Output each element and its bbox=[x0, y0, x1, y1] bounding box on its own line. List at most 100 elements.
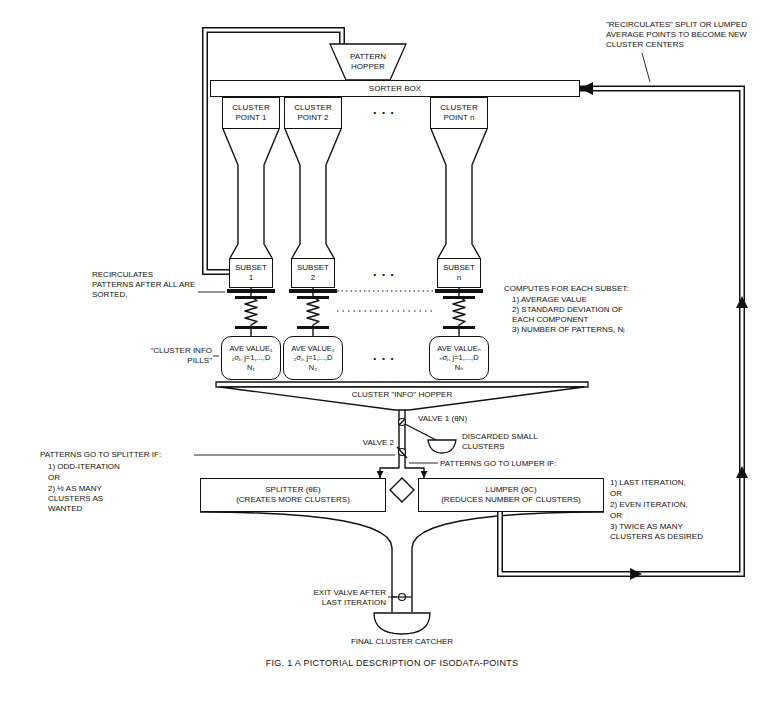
discard-branch bbox=[405, 424, 438, 441]
valve-symbol bbox=[392, 596, 412, 597]
sorter-box: SORTER BOX bbox=[210, 80, 580, 97]
spring bbox=[245, 288, 257, 336]
pattern-hopper: PATTERN HOPPER bbox=[330, 44, 406, 80]
spring bbox=[245, 288, 257, 336]
cluster-point-box: CLUSTER POINT 1 bbox=[222, 97, 280, 129]
valve-flap bbox=[397, 447, 407, 458]
callout-note: RECIRCULATES PATTERNS AFTER ALL ARE SORT… bbox=[92, 270, 196, 300]
note-item: 3) NUMBER OF PATTERNS, Nᵢ bbox=[512, 325, 632, 335]
ellipsis: ... bbox=[346, 104, 426, 116]
node-title: LUMPER (θC) bbox=[485, 485, 536, 495]
dotted-row bbox=[337, 311, 435, 312]
spring bbox=[307, 288, 319, 336]
figure-caption: FIG. 1 A PICTORIAL DESCRIPTION OF ISODAT… bbox=[0, 658, 784, 669]
valve-diamond bbox=[390, 478, 414, 502]
return-pipe bbox=[205, 30, 342, 272]
column-wall bbox=[223, 129, 279, 258]
node-title: SUBSET 2 bbox=[294, 263, 332, 283]
leader-line bbox=[409, 463, 438, 464]
node-text: N₁ bbox=[247, 363, 255, 373]
node-text: ₙσⱼ, j=1,...,D bbox=[439, 353, 478, 363]
node-title: FINAL CLUSTER CATCHER bbox=[351, 637, 453, 647]
node-title: CLUSTER "INFO" HOPPER bbox=[352, 390, 452, 400]
cluster-point-box: CLUSTER POINT 2 bbox=[284, 97, 342, 129]
column-wall bbox=[285, 129, 341, 258]
info-pill: AVE VALUE₁₁σⱼ, j=1,...,DN₁ bbox=[221, 336, 281, 380]
node-title: AVE VALUE₂ bbox=[291, 344, 334, 354]
condition-heading: PATTERNS GO TO SPLITTER IF: bbox=[40, 450, 190, 460]
node-title: SUBSET n bbox=[440, 263, 478, 283]
valve-label: EXIT VALVE AFTER LAST ITERATION bbox=[294, 588, 386, 608]
node-text: N₂ bbox=[309, 363, 317, 373]
leader-line bbox=[213, 356, 219, 357]
condition-item: 3) TWICE AS MANY CLUSTERS AS DESIRED bbox=[610, 522, 720, 542]
column-wall bbox=[285, 129, 341, 258]
ellipsis: ... bbox=[346, 350, 426, 362]
condition-or: OR bbox=[48, 473, 78, 483]
valve-symbol bbox=[399, 419, 406, 426]
node-title: SUBSET 1 bbox=[232, 263, 270, 283]
subset-box: SUBSET 2 bbox=[291, 258, 335, 288]
splitter-box: SPLITTER (θE)(CREATES MORE CLUSTERS) bbox=[200, 478, 386, 512]
valve-symbol bbox=[399, 419, 405, 425]
condition-item: 1) LAST ITERATION, bbox=[610, 478, 730, 488]
cluster-point-box: CLUSTER POINT n bbox=[430, 97, 488, 129]
node-title: CLUSTER POINT 1 bbox=[225, 103, 277, 123]
dotted-bar bbox=[337, 290, 435, 291]
node-text: ₁σⱼ, j=1,...,D bbox=[232, 353, 271, 363]
funnel-wall bbox=[412, 512, 604, 612]
flow-arrow bbox=[736, 296, 748, 308]
subset-box: SUBSET n bbox=[437, 258, 481, 288]
info-pill: AVE VALUEₙₙσⱼ, j=1,...,DNₙ bbox=[429, 336, 489, 380]
node-title: AVE VALUEₙ bbox=[437, 344, 481, 354]
leader-line bbox=[642, 53, 650, 82]
pipe-wall bbox=[205, 30, 342, 272]
spring bbox=[453, 288, 465, 336]
catcher-bowl: FINAL CLUSTER CATCHER bbox=[337, 612, 467, 652]
bin-label: DISCARDED SMALL CLUSTERS bbox=[462, 432, 554, 452]
ellipsis: ... bbox=[346, 266, 426, 278]
valve-label: VALVE 2 bbox=[350, 438, 394, 448]
outline bbox=[330, 44, 406, 80]
lumper-box: LUMPER (θC)(REDUCES NUMBER OF CLUSTERS) bbox=[418, 478, 604, 512]
node-text: (CREATES MORE CLUSTERS) bbox=[236, 495, 350, 505]
column-wall bbox=[223, 129, 279, 258]
node-title: CLUSTER POINT 2 bbox=[287, 103, 339, 123]
condition-or: OR bbox=[610, 489, 640, 499]
funnel-wall bbox=[412, 512, 604, 612]
node-title: PATTERN HOPPER bbox=[341, 52, 395, 72]
node-title: CLUSTER POINT n bbox=[433, 103, 485, 123]
funnel-wall bbox=[200, 512, 392, 612]
note-heading: COMPUTES FOR EACH SUBSET: bbox=[504, 284, 654, 294]
node-text: ₂σⱼ, j=1,...,D bbox=[293, 353, 332, 363]
info-hopper: CLUSTER "INFO" HOPPER bbox=[216, 382, 588, 410]
callout-note: "CLUSTER INFO PILLS" bbox=[150, 346, 212, 366]
spring bbox=[307, 288, 319, 336]
node-text: Nₙ bbox=[455, 363, 463, 373]
discard-bowl bbox=[428, 440, 456, 453]
spring bbox=[453, 288, 465, 336]
flow-arrow bbox=[736, 466, 748, 478]
outline bbox=[374, 613, 430, 634]
info-pill: AVE VALUE₂₂σⱼ, j=1,...,DN₂ bbox=[283, 336, 343, 380]
note-item: 2) STANDARD DEVIATION OF EACH COMPONENT bbox=[512, 305, 637, 325]
node-title: SPLITTER (θE) bbox=[265, 485, 321, 495]
condition-heading: PATTERNS GO TO LUMPER IF: bbox=[440, 459, 590, 469]
outline bbox=[216, 382, 588, 387]
condition-item: 2) EVEN ITERATION, bbox=[610, 500, 730, 510]
condition-or: OR bbox=[610, 511, 640, 521]
valve-label: VALVE 1 (θN) bbox=[418, 414, 490, 424]
subset-box: SUBSET 1 bbox=[229, 258, 273, 288]
outline bbox=[220, 387, 584, 410]
column-wall bbox=[431, 129, 487, 258]
condition-item: 2) ½ AS MANY CLUSTERS AS WANTED bbox=[48, 484, 114, 514]
node-text: (REDUCES NUMBER OF CLUSTERS) bbox=[441, 495, 581, 505]
column-wall bbox=[431, 129, 487, 258]
leader-line bbox=[198, 292, 225, 293]
outline bbox=[337, 612, 467, 636]
flow-arrow bbox=[630, 568, 642, 580]
note-item: 1) AVERAGE VALUE bbox=[512, 295, 652, 305]
funnel-wall bbox=[200, 512, 392, 612]
callout-note: "RECIRCULATES" SPLIT OR LUMPED AVERAGE P… bbox=[606, 20, 756, 50]
pipe-bore bbox=[205, 30, 342, 272]
